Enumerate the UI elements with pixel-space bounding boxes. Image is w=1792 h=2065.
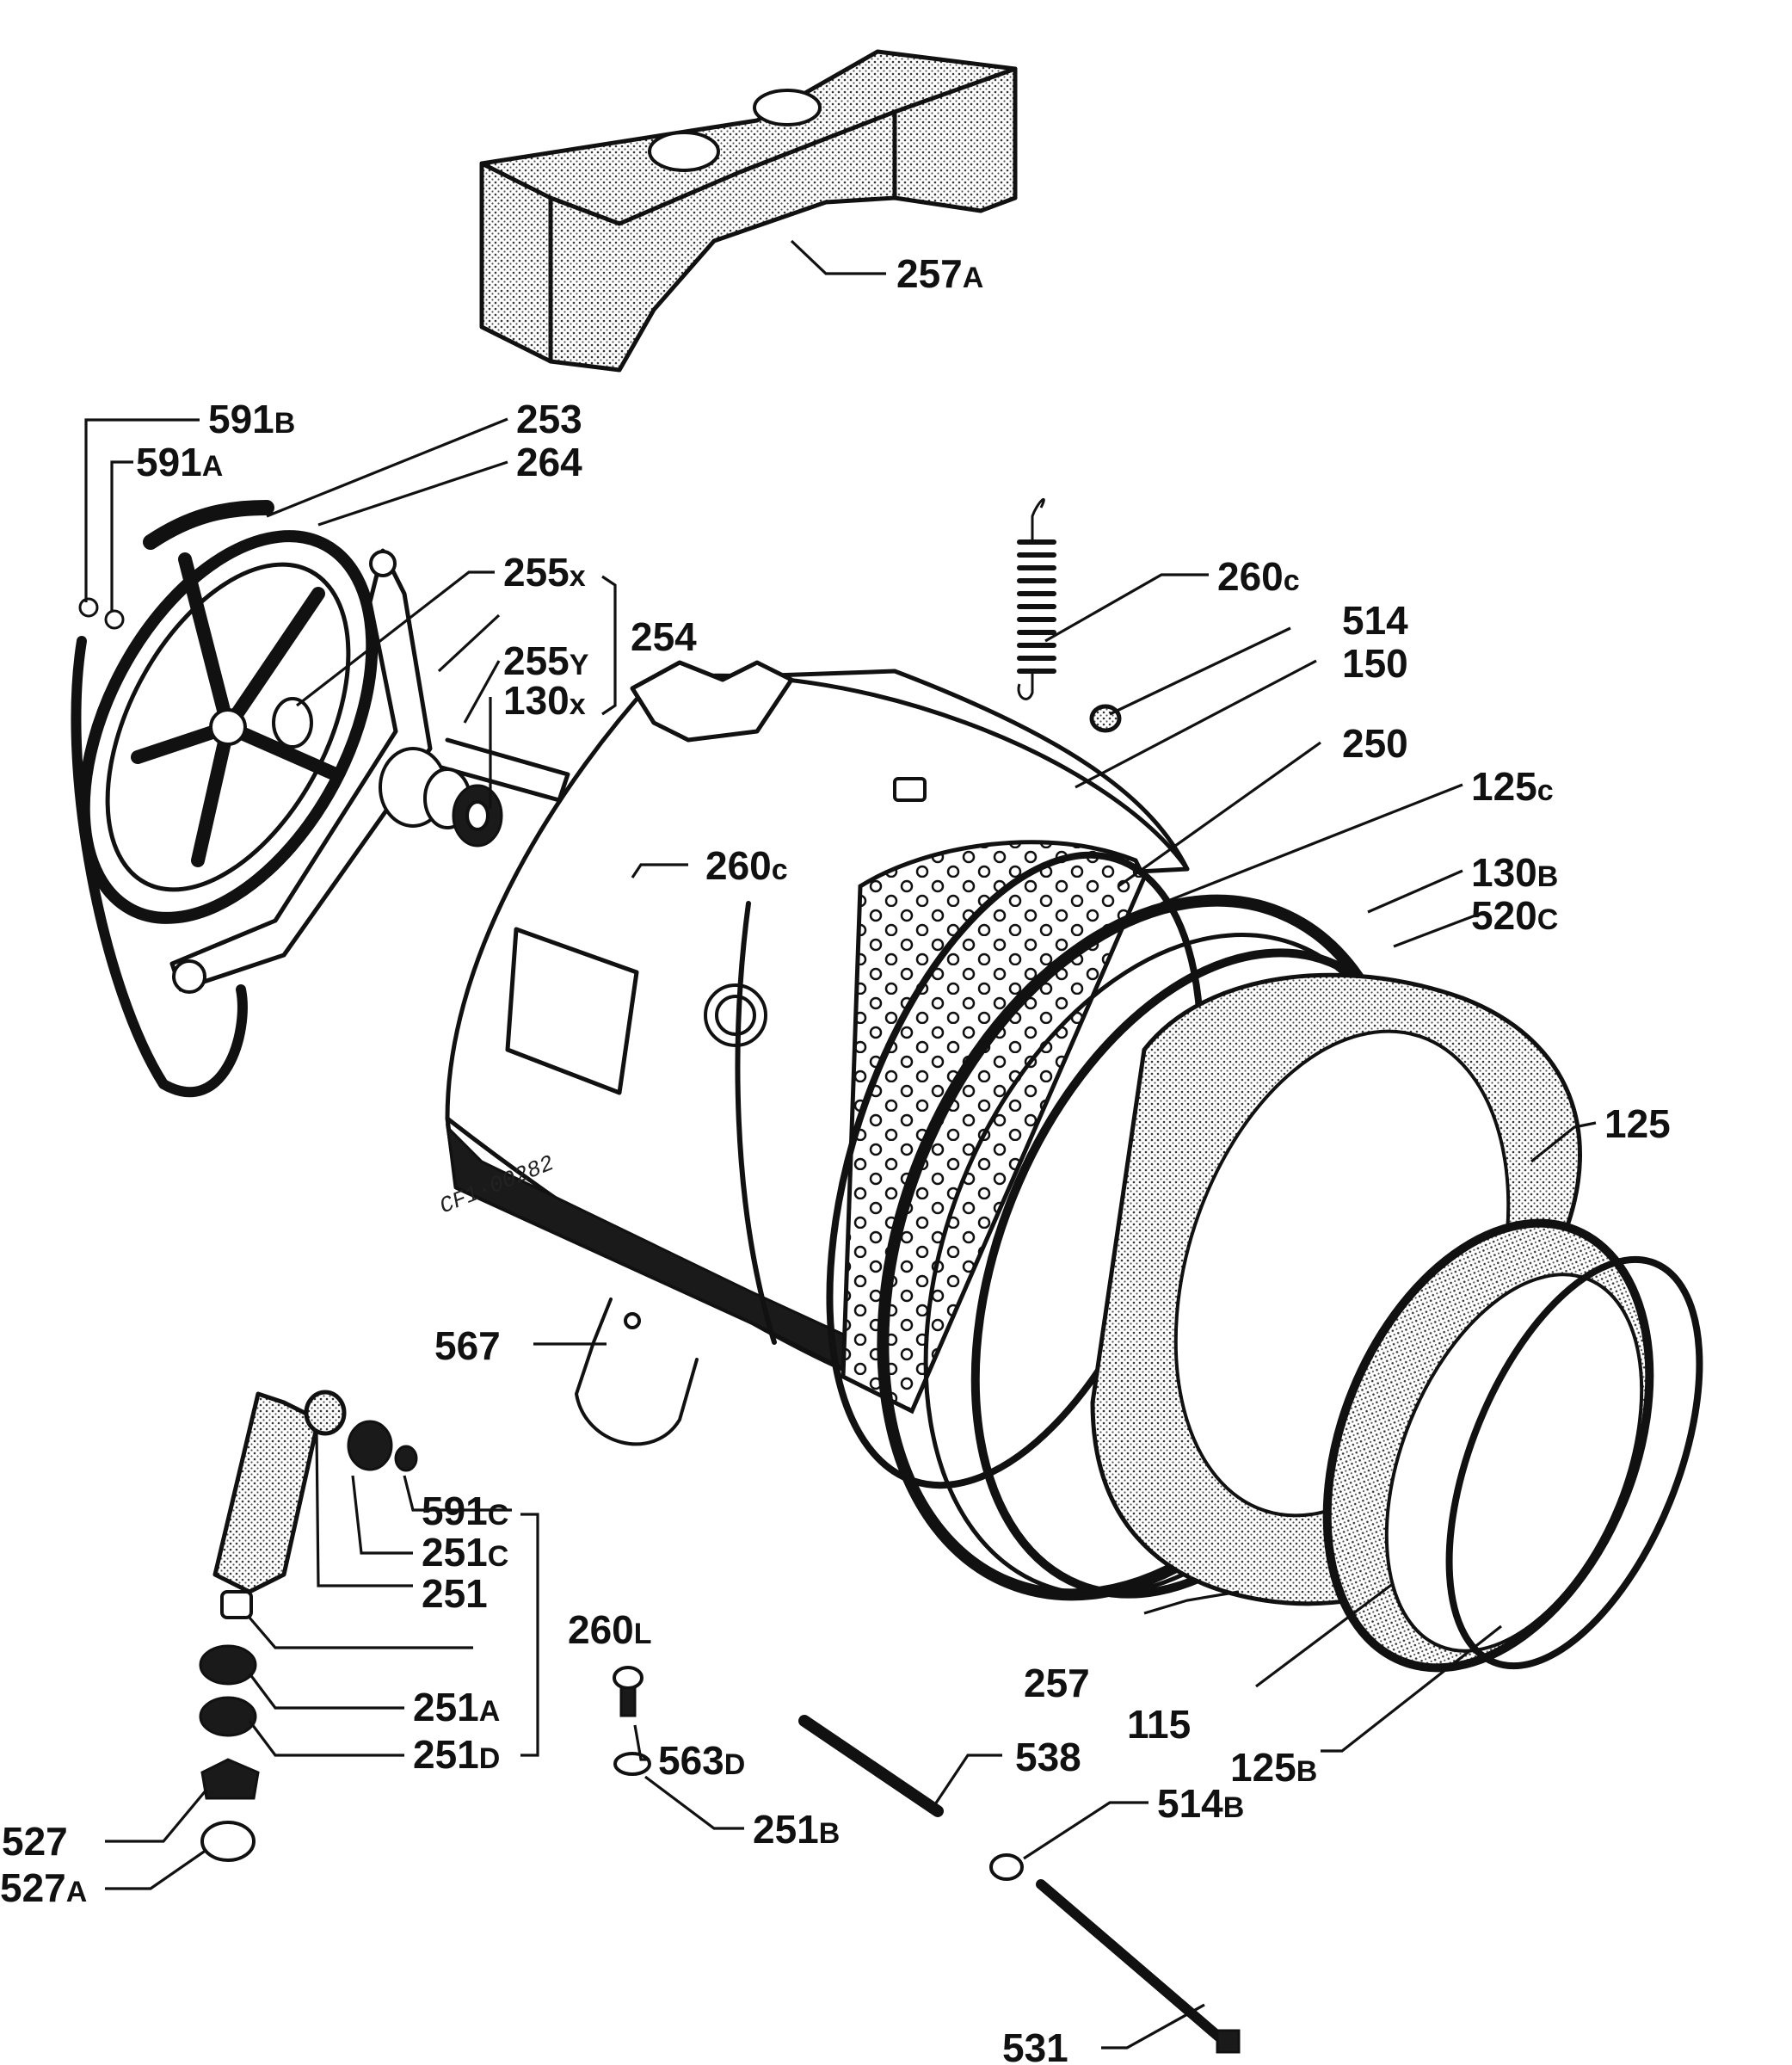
shock-absorber — [199, 1390, 418, 1862]
label-563D: 563D — [658, 1738, 745, 1783]
leader-lines — [84, 239, 1597, 2050]
label-527: 527 — [2, 1819, 68, 1864]
spring-top — [1017, 497, 1056, 700]
pulley-assembly — [71, 500, 570, 1097]
label-567: 567 — [434, 1323, 501, 1368]
label-264: 264 — [516, 440, 582, 484]
label-520C: 520C — [1471, 893, 1558, 938]
label-125B: 125B — [1230, 1745, 1317, 1790]
door-seal — [1322, 1218, 1703, 1673]
rod-538 — [798, 1715, 944, 1817]
counterweight-top — [479, 49, 1018, 373]
label-260L: 260L — [568, 1607, 652, 1652]
label-538: 538 — [1015, 1735, 1081, 1779]
label-250: 250 — [1342, 721, 1408, 766]
label-514B: 514B — [1157, 1781, 1244, 1826]
label-591C: 591C — [422, 1489, 508, 1533]
label-255X: 255x — [503, 550, 586, 595]
label-251A: 251A — [413, 1685, 500, 1729]
label-251D: 251D — [413, 1732, 500, 1777]
part-labels: 257A 591B 253 591A 264 255x 254 255Y 130… — [0, 251, 1671, 2065]
label-130B: 130B — [1471, 850, 1558, 895]
bracket-567 — [575, 1298, 699, 1446]
label-591A: 591A — [136, 440, 223, 484]
inner-drum — [735, 840, 1204, 1489]
label-257A: 257A — [896, 251, 983, 296]
label-531: 531 — [1002, 2025, 1068, 2065]
label-254: 254 — [631, 614, 697, 659]
label-591B: 591B — [208, 397, 295, 441]
label-125C: 125c — [1471, 764, 1554, 809]
label-251C: 251C — [422, 1530, 508, 1575]
label-251B: 251B — [753, 1807, 840, 1852]
label-257: 257 — [1024, 1661, 1090, 1705]
label-251: 251 — [422, 1571, 488, 1616]
cap-514 — [1089, 704, 1122, 733]
label-514: 514 — [1342, 598, 1408, 643]
bolt-514b-531 — [989, 1853, 1241, 2054]
label-130X: 130x — [503, 678, 586, 723]
label-260C-top: 260c — [1217, 554, 1300, 599]
label-150: 150 — [1342, 641, 1408, 686]
label-253: 253 — [516, 397, 582, 441]
label-255Y: 255Y — [503, 638, 589, 683]
label-115: 115 — [1127, 1702, 1191, 1747]
label-125: 125 — [1604, 1101, 1671, 1146]
label-260C-mid: 260c — [705, 843, 788, 888]
label-527A: 527A — [0, 1865, 87, 1910]
